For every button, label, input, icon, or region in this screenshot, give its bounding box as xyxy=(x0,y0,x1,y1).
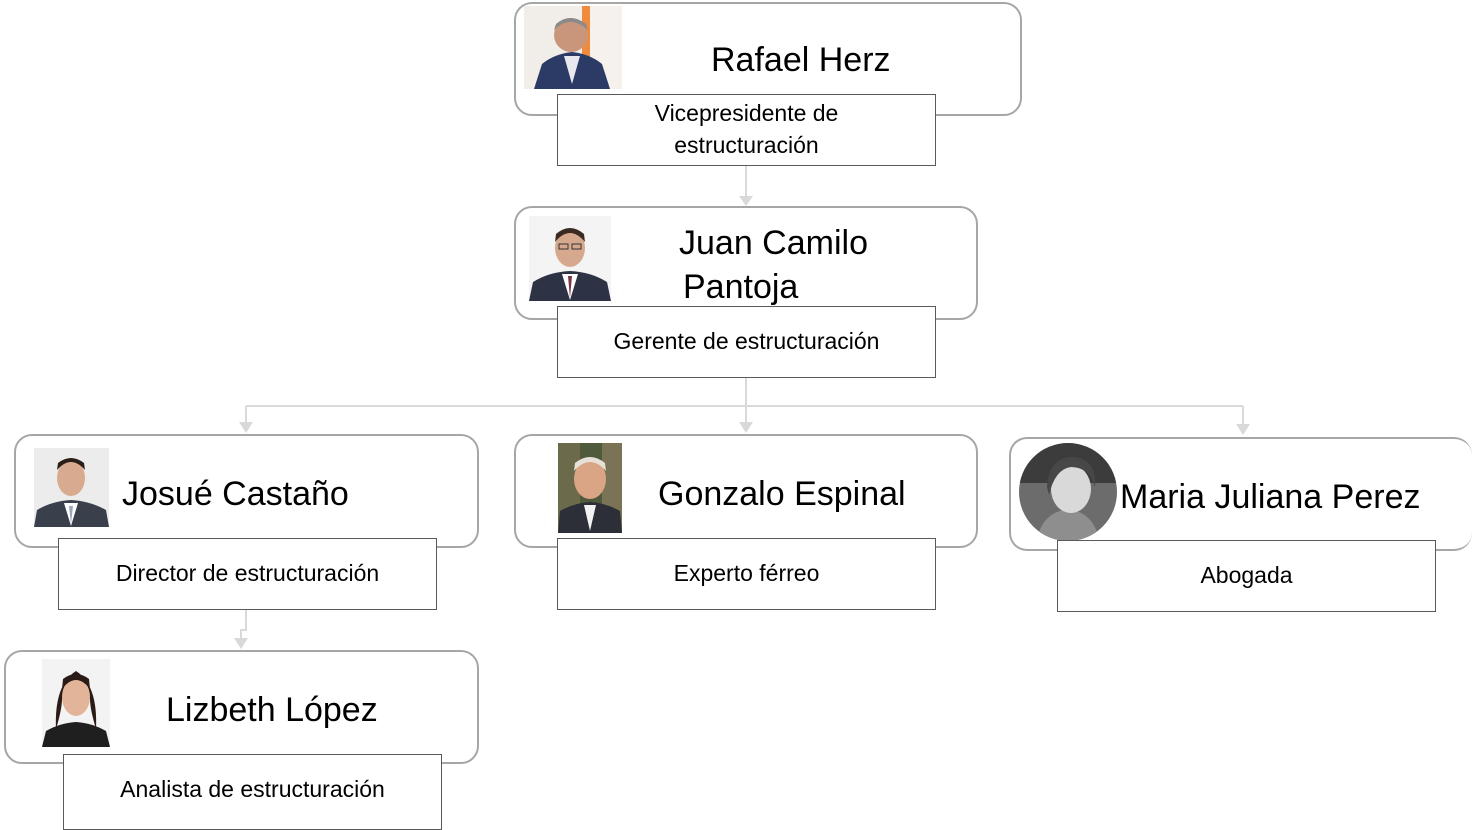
role-gonzalo-espinal: Experto férreo xyxy=(557,538,936,610)
name-rafael-herz: Rafael Herz xyxy=(711,41,891,79)
role-maria-juliana-perez: Abogada xyxy=(1057,540,1436,612)
photo-maria-juliana-perez xyxy=(1019,443,1117,541)
name-lizbeth-lopez: Lizbeth López xyxy=(166,691,378,729)
name-juan-camilo-pantoja-line2: Pantoja xyxy=(683,268,799,306)
photo-gonzalo-espinal xyxy=(558,443,622,533)
photo-josue-castano xyxy=(34,448,109,527)
role-juan-camilo-pantoja: Gerente de estructuración xyxy=(557,306,936,378)
photo-lizbeth-lopez xyxy=(42,659,110,747)
name-josue-castano: Josué Castaño xyxy=(122,475,349,513)
photo-rafael-herz xyxy=(524,6,622,89)
role-rafael-herz: Vicepresidente de estructuración xyxy=(557,94,936,166)
role-lizbeth-lopez: Analista de estructuración xyxy=(63,754,442,830)
name-gonzalo-espinal: Gonzalo Espinal xyxy=(658,475,906,513)
name-juan-camilo-pantoja-line1: Juan Camilo xyxy=(679,224,868,262)
name-maria-juliana-perez: Maria Juliana Perez xyxy=(1120,478,1421,516)
photo-juan-camilo-pantoja xyxy=(529,216,611,301)
role-josue-castano: Director de estructuración xyxy=(58,538,437,610)
